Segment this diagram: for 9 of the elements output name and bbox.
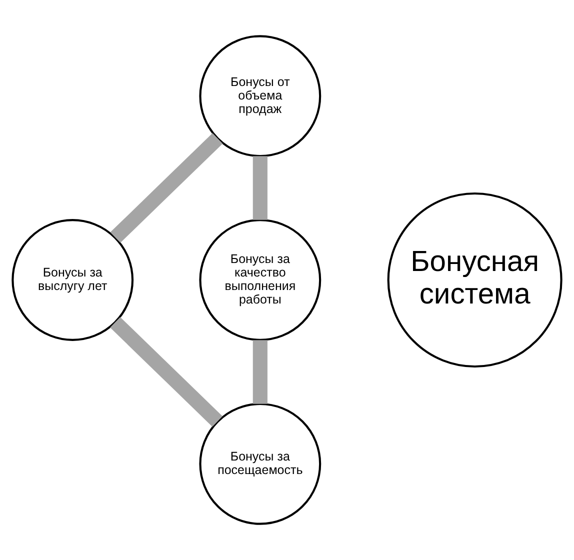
node-circle: Бонусы от объема продаж	[199, 35, 322, 158]
connector	[252, 156, 268, 220]
node-circle: Бонусы за качество выполнения работы	[199, 219, 322, 341]
node-circle: Бонусная система	[387, 192, 562, 368]
connector	[110, 317, 223, 427]
node-circle: Бонусы за посещаемость	[199, 402, 322, 525]
node-circle: Бонусы за выслугу лет	[12, 219, 134, 341]
connector	[110, 133, 223, 243]
connector	[252, 340, 268, 404]
